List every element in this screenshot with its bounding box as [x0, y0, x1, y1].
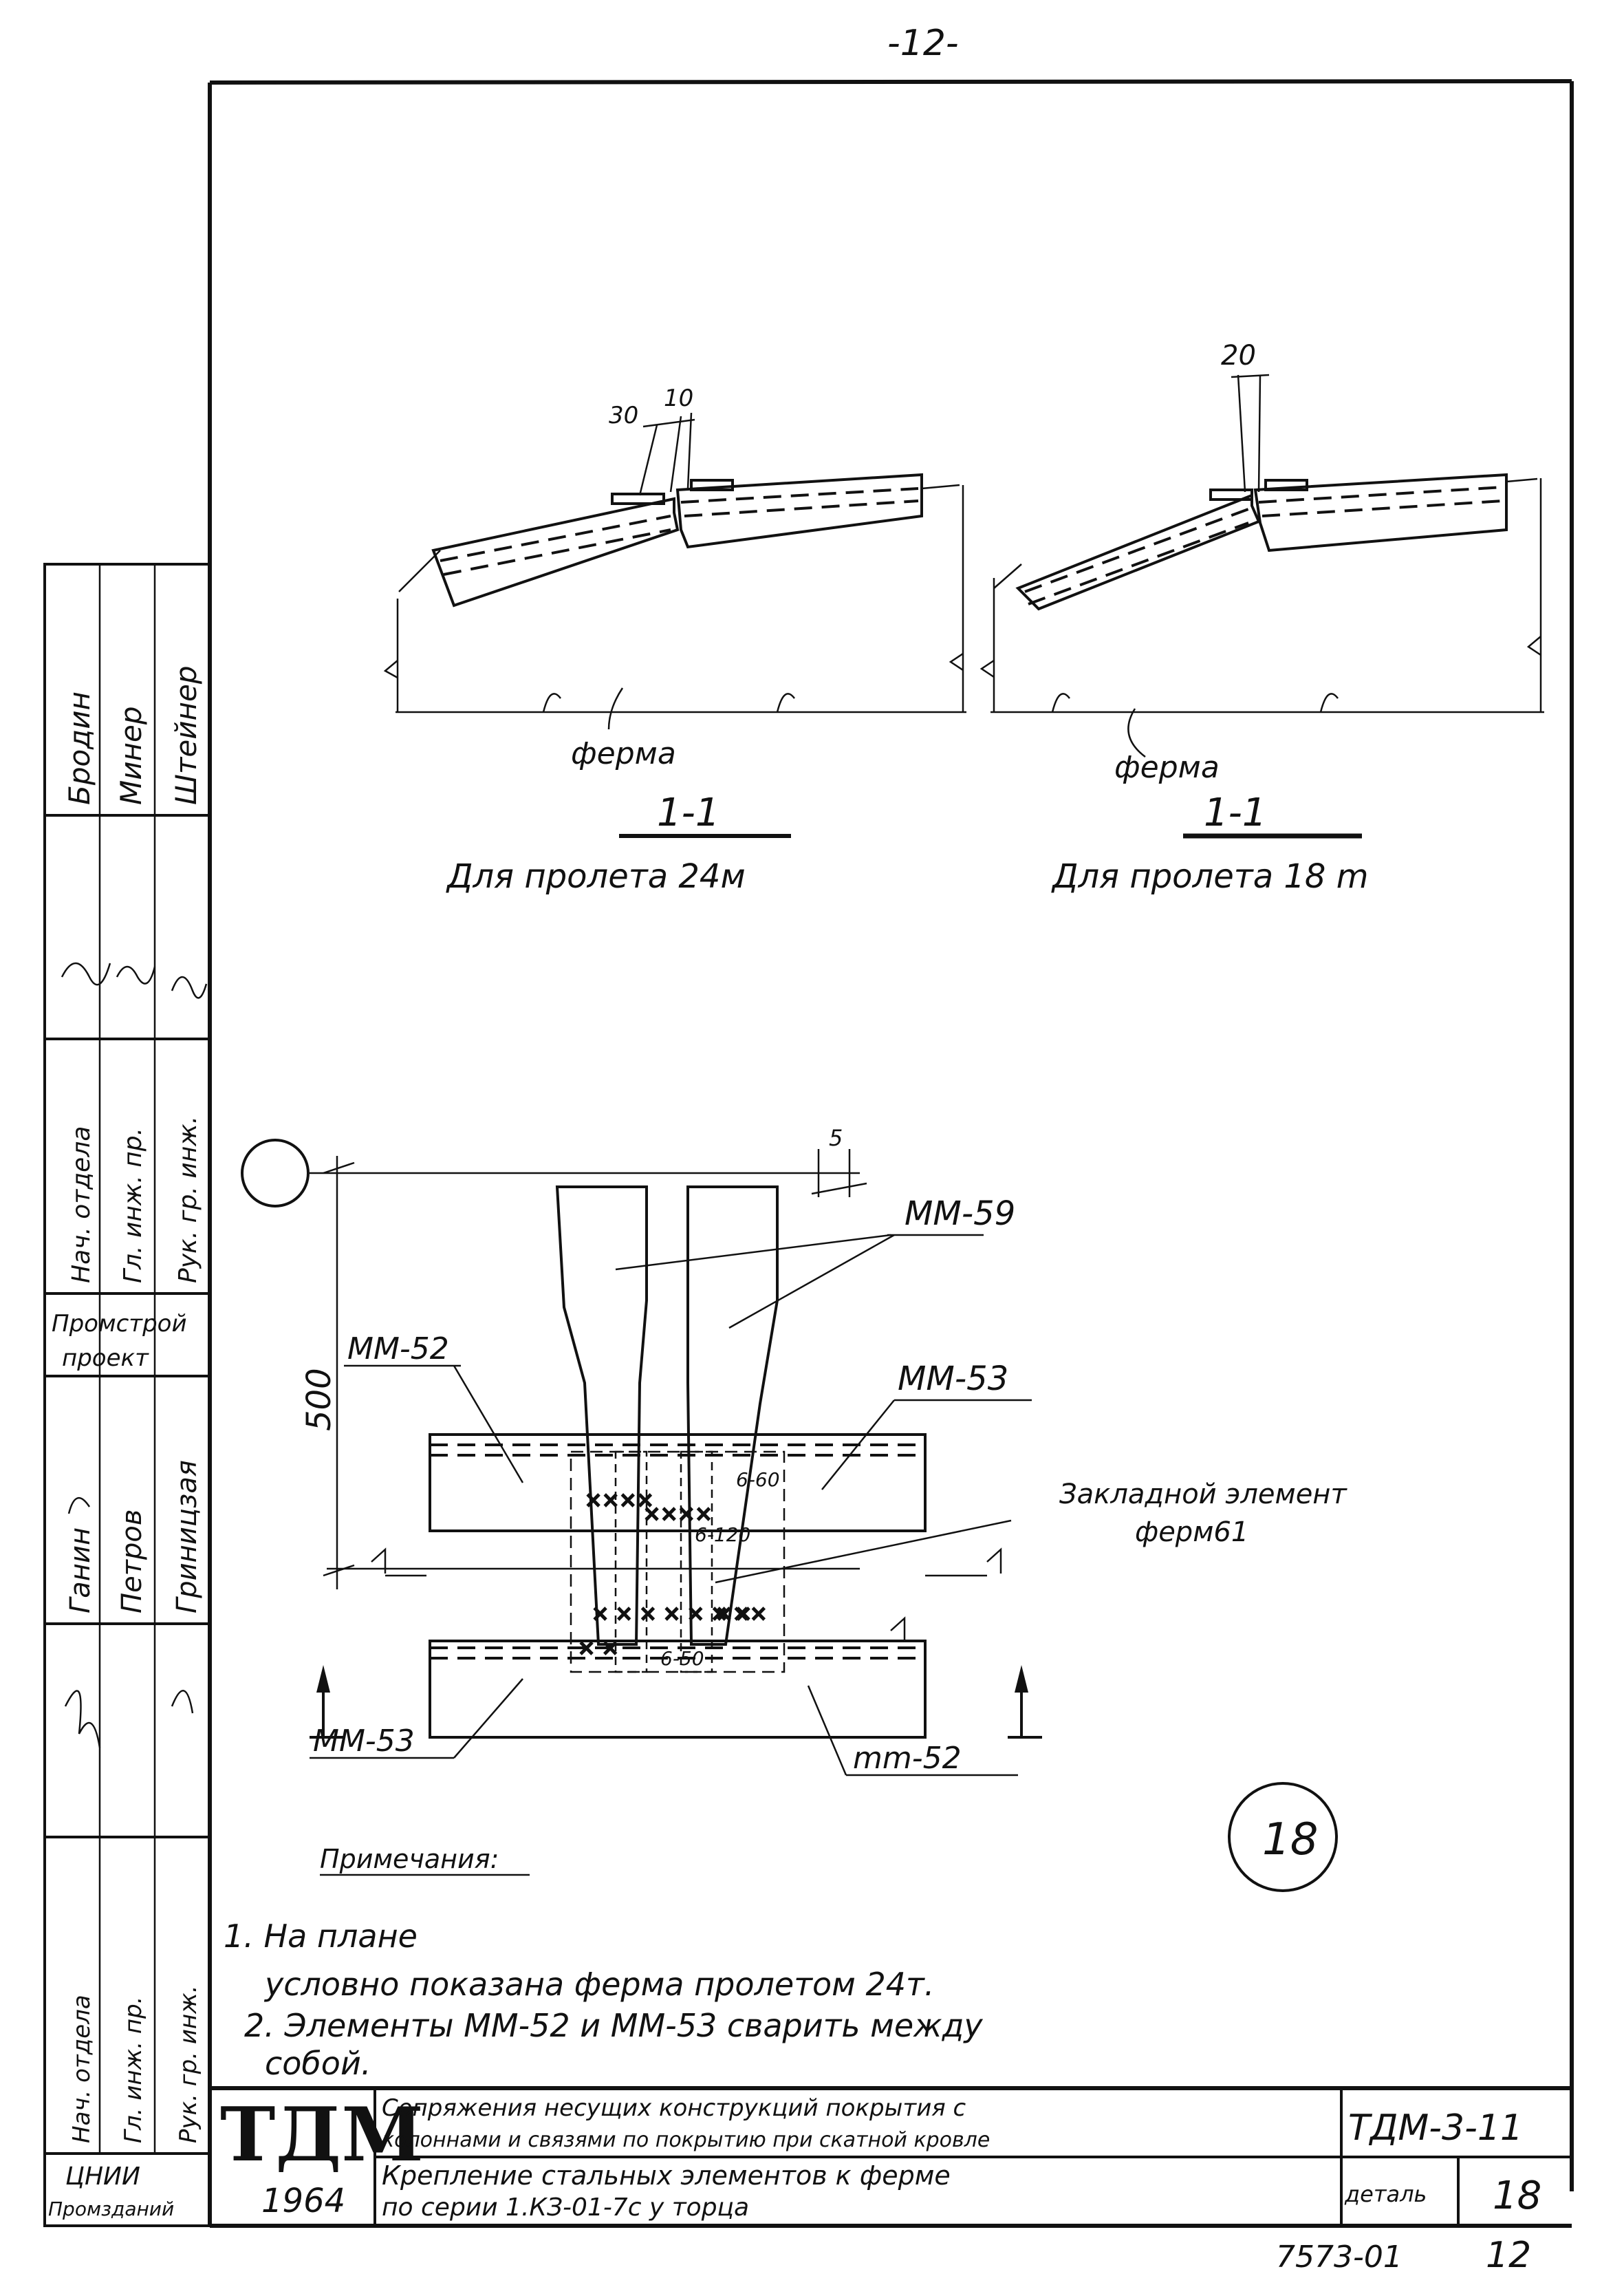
page-number-top: -12- [887, 23, 959, 64]
stamp-name-6: Гриницзая [171, 1460, 203, 1613]
stamp-name-5: Петров [116, 1510, 148, 1613]
sheet-frame [208, 79, 1574, 2226]
section-24m-drawing [383, 412, 966, 838]
signatures [61, 962, 208, 1748]
stamp-role-6: Рук. гр. инж. [175, 1985, 202, 2143]
title-line-2: колоннами и связями по покрытию при скат… [382, 2128, 990, 2152]
detail-value: 18 [1493, 2173, 1541, 2218]
stamp-name-4: Ганин [65, 1527, 96, 1613]
caption-span-18: Для пролета 18 m [1051, 857, 1368, 896]
note-1-a: 1. На плане [224, 1918, 418, 1955]
subtitle-line-1: Крепление стальных элементов к ферме [382, 2160, 951, 2191]
dim-20-label: 20 [1221, 340, 1256, 372]
weld-label-6-60: 6-60 [736, 1468, 780, 1491]
note-2-b: собой. [265, 2045, 371, 2082]
dim-10-label: 10 [664, 385, 693, 412]
dim-30-label: 30 [609, 402, 638, 429]
stamp-role-5: Гл. инж. пр. [120, 1997, 147, 2143]
weld-label-6-50: 6-50 [660, 1647, 704, 1670]
notes-title: Примечания: [320, 1844, 499, 1874]
note-1-b: условно показана ферма пролетом 24т. [263, 1966, 934, 2003]
subtitle-line-2: по серии 1.КЗ-01-7с у торца [382, 2193, 749, 2222]
dim-500-label: 500 [300, 1368, 338, 1431]
stamp-role-1: Нач. отдела [67, 1126, 96, 1283]
section-18m-drawing [979, 374, 1544, 839]
stamp-name-2: Минер [114, 707, 148, 806]
section-mark-24: 1-1 [657, 791, 719, 835]
caption-span-24: Для пролета 24м [446, 857, 746, 896]
stamp-name-3: Штейнер [169, 666, 203, 805]
label-mm-53-right: ММ-53 [898, 1360, 1008, 1398]
label-mm-53-bottom: ММ-53 [313, 1724, 415, 1759]
label-embedded-1: Закладной элемент [1059, 1479, 1347, 1510]
label-embedded-2: ферм61 [1135, 1516, 1248, 1548]
stamp-role-3: Рук. гр. инж. [174, 1116, 202, 1283]
stamp-org-1: Промстрой [52, 1310, 187, 1338]
note-2-a: 2. Элементы ММ-52 и ММ-53 сварить между [244, 2007, 983, 2044]
weld-label-6-120: 6-120 [695, 1523, 750, 1546]
section-mark-18: 1-1 [1204, 791, 1266, 835]
stamp-bottom-2: Промзданий [48, 2198, 174, 2220]
sheet-number: 12 [1486, 2235, 1531, 2276]
stamp-bottom-1: ЦНИИ [65, 2162, 140, 2191]
svg-text:× × × × × × ×: × × × × × × × [592, 1602, 752, 1626]
stamp-name-1: Бродин [63, 691, 96, 805]
svg-text:×××: ××× [715, 1602, 767, 1626]
sheet-code: 7573-01 [1276, 2240, 1403, 2275]
title-block-logo: ТДМ [220, 2092, 424, 2178]
dim-5-label: 5 [829, 1125, 843, 1151]
svg-text:× ×: × × [578, 1636, 619, 1660]
svg-text:××××: ×××× [585, 1488, 654, 1512]
truss-label-24: ферма [571, 736, 676, 771]
stamp-role-4: Нач. отдела [68, 1995, 96, 2143]
svg-text:××××: ×××× [643, 1502, 713, 1526]
label-mm-52-bottom: mm-52 [853, 1741, 962, 1776]
stamp-role-2: Гл. инж. пр. [119, 1128, 147, 1283]
title-block-year: 1964 [261, 2182, 345, 2220]
label-mm-52-top: ММ-52 [347, 1331, 449, 1366]
plan-drawing: ×××× ×××× × × × × × × × × × ××× [241, 1139, 1338, 1892]
title-block-frame [210, 2086, 1572, 2228]
label-mm-59: ММ-59 [905, 1194, 1015, 1233]
side-stamp-frame [43, 563, 211, 2227]
stamp-org-2: проект [62, 1344, 149, 1372]
title-block-code: ТДМ-3-11 [1348, 2107, 1523, 2149]
detail-circle-number: 18 [1262, 1814, 1318, 1865]
truss-label-18: ферма [1114, 750, 1220, 785]
title-line-1: Сопряжения несущих конструкций покрытия … [382, 2094, 966, 2122]
detail-label: деталь [1344, 2181, 1427, 2207]
